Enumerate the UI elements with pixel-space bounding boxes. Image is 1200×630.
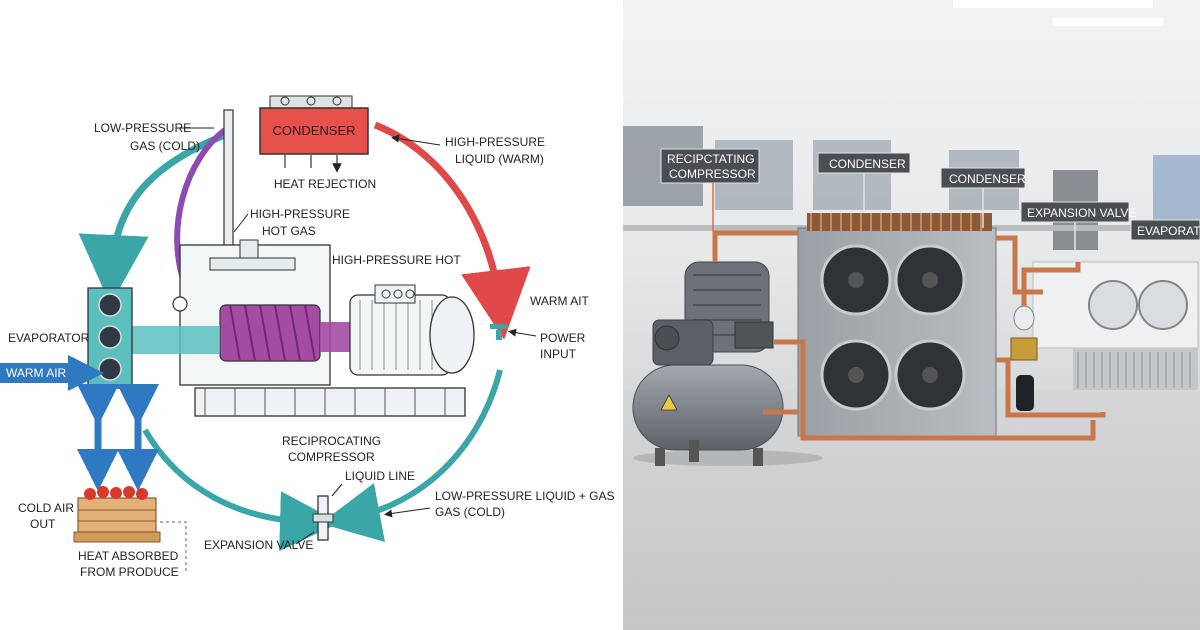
cold-return-arc — [78, 131, 227, 305]
power-input-label-2: INPUT — [540, 347, 577, 361]
svg-text:COMPRESSOR: COMPRESSOR — [669, 167, 756, 181]
tag-evaporator: EVAPORATO — [1130, 219, 1200, 241]
evaporator-label: EVAPORATOR — [8, 331, 90, 345]
svg-text:RECIPCTATING: RECIPCTATING — [667, 152, 755, 166]
low-pressure-liquid-gas-label-2: GAS (COLD) — [435, 505, 505, 519]
equipment-render: RECIPCTATING COMPRESSOR CONDENSER CONDEN… — [623, 0, 1200, 630]
svg-text:EXPANSION VALVE: EXPANSION VALVE — [1027, 206, 1136, 220]
high-pressure-liquid-label-2: LIQUID (WARM) — [455, 152, 544, 166]
copper-piping — [712, 230, 1106, 441]
heat-absorbed-label-1: HEAT ABSORBED — [78, 549, 179, 563]
valve-return-arc — [320, 369, 503, 542]
warm-air-in-tag — [0, 363, 70, 383]
tag-compressor: RECIPCTATING COMPRESSOR — [660, 148, 760, 232]
pressure-gauge — [172, 296, 188, 312]
receiver-tank — [632, 364, 784, 451]
evap-fan-2 — [98, 325, 122, 349]
discharge-pipe — [223, 109, 234, 256]
power-input-label-1: POWER — [540, 331, 586, 345]
low-pressure-liquid-gas-label-1: LOW-PRESSURE LIQUID + GAS — [435, 489, 615, 503]
expansion-valve-photo — [1010, 337, 1038, 361]
condenser-label: CONDENSER — [272, 123, 355, 138]
reciprocating-compressor-label-2: COMPRESSOR — [288, 450, 375, 464]
evap-fan-3 — [98, 357, 122, 381]
low-pressure-gas-label-1: LOW-PRESSURE — [94, 121, 191, 135]
evap-fan-1 — [98, 293, 122, 317]
condenser-box — [259, 107, 369, 155]
low-pressure-gas-label-2: GAS (COLD) — [130, 139, 200, 153]
cold-air-out-label-1: COLD AIR — [18, 501, 74, 515]
svg-text:EVAPORATO: EVAPORATO — [1137, 224, 1200, 238]
condenser-fans — [820, 244, 966, 411]
cold-air-out-label-2: OUT — [30, 517, 56, 531]
high-pressure-hot-gas-label-2: HOT GAS — [262, 224, 316, 238]
power-input-terminal — [490, 324, 508, 329]
high-pressure-hot-label: HIGH-PRESSURE HOT — [332, 253, 461, 267]
svg-text:CONDENSER: CONDENSER — [829, 157, 906, 171]
tag-condenser-a: CONDENSER — [817, 152, 911, 213]
produce-crate — [73, 486, 161, 543]
purple-discharge-band — [320, 322, 350, 352]
expansion-valve-label: EXPANSION VALVE — [204, 538, 313, 552]
refrigeration-schematic: CONDENSER HEAT REJECTION LOW-PRESSURE GA… — [0, 95, 615, 579]
evap-suction-band — [132, 326, 220, 354]
svg-text:CONDENSER: CONDENSER — [949, 172, 1026, 186]
skid-base — [194, 387, 466, 417]
tag-condenser-b: CONDENSER — [940, 167, 1026, 228]
reciprocating-compressor-label-1: RECIPROCATING — [282, 434, 381, 448]
warm-air-right-label: WARM AIT — [530, 294, 590, 308]
high-pressure-hot-gas-label-1: HIGH-PRESSURE — [250, 207, 350, 221]
heat-absorbed-label-2: FROM PRODUCE — [80, 565, 179, 579]
high-pressure-liquid-label-1: HIGH-PRESSURE — [445, 135, 545, 149]
ceiling-light — [953, 0, 1153, 8]
liquid-line-label: LIQUID LINE — [345, 469, 415, 483]
warm-air-in-label: WARM AIR IN — [6, 366, 82, 380]
motor-end-cap — [429, 296, 475, 374]
heat-rejection-label: HEAT REJECTION — [274, 177, 376, 191]
tag-expansion-valve: EXPANSION VALVE — [1020, 201, 1136, 262]
